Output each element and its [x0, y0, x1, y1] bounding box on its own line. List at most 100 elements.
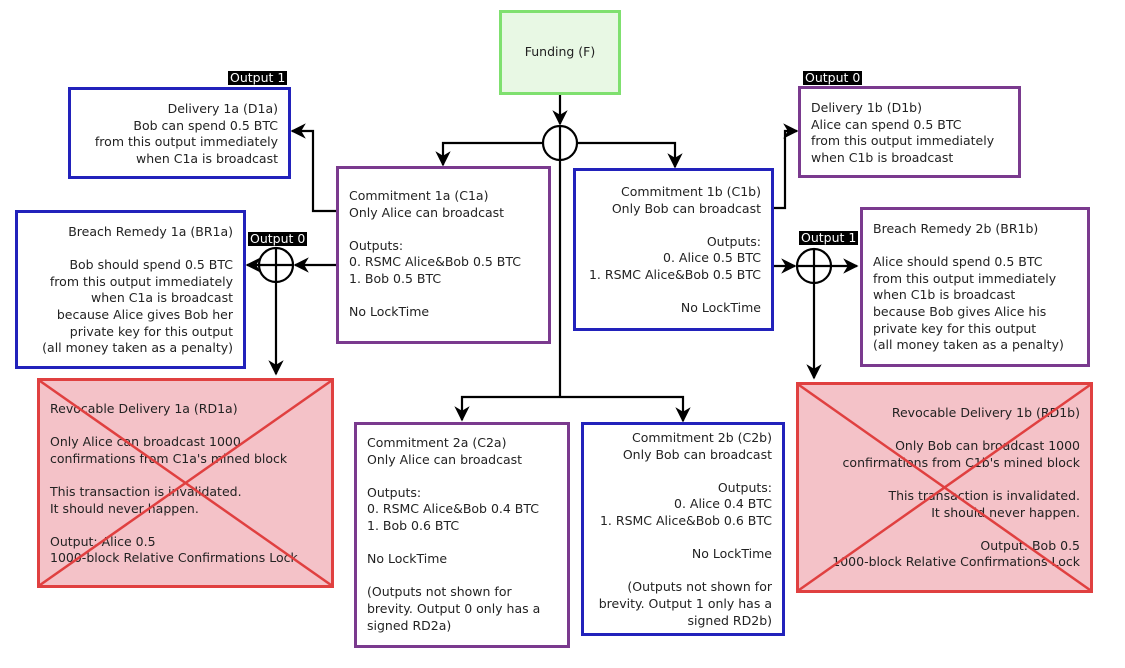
output-tag-d1b: Output 0	[803, 70, 863, 85]
c1b-line: Commitment 1b (C1b)	[621, 184, 761, 199]
rd1a-line: 1000-block Relative Confirmations Lock	[50, 550, 298, 566]
c2a-line	[367, 535, 557, 552]
rd1b-line: Revocable Delivery 1b (RD1b)	[891, 405, 1080, 420]
revocable-delivery-1b-node: Revocable Delivery 1b (RD1b) Only Bob ca…	[796, 382, 1093, 593]
rd1b-line: It should never happen.	[931, 504, 1080, 520]
br1a-line: private key for this output	[69, 323, 233, 339]
c2b-line: Only Bob can broadcast	[622, 446, 772, 462]
c2b-line	[594, 463, 772, 480]
c2b-line: 0. Alice 0.4 BTC	[674, 496, 772, 512]
rd1b-line	[809, 471, 1080, 488]
c2a-line	[367, 468, 557, 485]
rd1a-line	[50, 467, 321, 484]
commitment-1b-node: Commitment 1b (C1b) Only Bob can broadca…	[573, 168, 774, 331]
c1b-line: 0. Alice 0.5 BTC	[663, 250, 761, 266]
c2a-line: Outputs:	[367, 484, 422, 500]
br1a-line: because Alice gives Bob her	[56, 306, 233, 322]
d1a-line: Delivery 1a (D1a)	[167, 101, 278, 116]
c2a-line: 0. RSMC Alice&Bob 0.4 BTC	[367, 501, 540, 517]
rd1a-line: confirmations from C1a's mined block	[50, 450, 288, 466]
br1b-line: because Bob gives Alice his	[873, 303, 1047, 319]
br1b-line: Alice should spend 0.5 BTC	[873, 254, 1043, 270]
c2b-line: brevity. Output 1 only has a	[598, 595, 772, 611]
d1b-line: when C1b is broadcast	[811, 149, 954, 165]
c1a-line: Commitment 1a (C1a)	[349, 188, 489, 203]
br1a-line: when C1a is broadcast	[91, 290, 233, 306]
rd1b-line: This transaction is invalidated.	[888, 487, 1080, 503]
br1a-line: Breach Remedy 1a (BR1a)	[68, 224, 233, 239]
c1b-line: No LockTime	[680, 300, 761, 316]
breach-remedy-1a-node: Breach Remedy 1a (BR1a) Bob should spend…	[15, 210, 246, 369]
rd1a-line: Revocable Delivery 1a (RD1a)	[50, 401, 238, 416]
rd1b-line: Output: Bob 0.5	[980, 537, 1080, 553]
commitment-2b-node: Commitment 2b (C2b) Only Bob can broadca…	[581, 422, 785, 636]
rd1b-line: confirmations from C1b's mined block	[842, 454, 1080, 470]
commitment-1a-node: Commitment 1a (C1a) Only Alice can broad…	[336, 166, 551, 344]
wire-trunk-to-c2a	[454, 395, 560, 422]
br1b-line	[873, 238, 1077, 255]
c1a-line: 0. RSMC Alice&Bob 0.5 BTC	[349, 254, 522, 270]
c2b-line: Outputs:	[717, 479, 772, 495]
br1a-line: Bob should spend 0.5 BTC	[69, 257, 233, 273]
output-tag-c1a-split: Output 0	[248, 231, 308, 246]
rd1a-line: It should never happen.	[50, 500, 199, 516]
funding-node: Funding (F)	[499, 10, 621, 95]
rd1a-line	[50, 418, 321, 435]
c2b-line	[594, 563, 772, 580]
c2b-line: 1. RSMC Alice&Bob 0.6 BTC	[599, 512, 772, 528]
rd1a-line: This transaction is invalidated.	[50, 483, 242, 499]
c1a-line: Only Alice can broadcast	[349, 204, 505, 220]
c2a-line: (Outputs not shown for	[367, 584, 512, 600]
c1b-line: Only Bob can broadcast	[611, 200, 761, 216]
rd1a-line: Output: Alice 0.5	[50, 533, 156, 549]
br1a-line: from this output immediately	[49, 273, 233, 289]
c2a-line: No LockTime	[367, 551, 448, 567]
c1b-line	[586, 284, 761, 301]
rd1a-line: Only Alice can broadcast 1000	[50, 434, 241, 450]
d1b-line: Alice can spend 0.5 BTC	[811, 116, 962, 132]
c2a-line: Commitment 2a (C2a)	[367, 435, 507, 450]
d1a-line: Bob can spend 0.5 BTC	[133, 117, 278, 133]
br1b-line: from this output immediately	[873, 270, 1057, 286]
rd1b-line: 1000-block Relative Confirmations Lock	[832, 554, 1080, 570]
c2b-line: No LockTime	[691, 546, 772, 562]
br1b-line: (all money taken as a penalty)	[873, 337, 1064, 353]
c2b-line: (Outputs not shown for	[627, 579, 772, 595]
c2a-line	[367, 568, 557, 585]
wire-trunk-to-c2b	[560, 395, 691, 423]
wire-c1a-to-d1a	[290, 123, 336, 213]
d1a-line: when C1a is broadcast	[136, 150, 278, 166]
rd1a-line	[50, 517, 321, 534]
breach-remedy-1b-node: Breach Remedy 2b (BR1b) Alice should spe…	[860, 207, 1090, 367]
c1b-line	[586, 217, 761, 234]
output-tag-d1a: Output 1	[228, 70, 288, 85]
c1a-line	[349, 221, 538, 238]
c1b-line: Outputs:	[706, 233, 761, 249]
br1a-line	[28, 241, 233, 258]
c2a-line: signed RD2a)	[367, 617, 452, 633]
output-tag-c1b-split: Output 1	[799, 230, 859, 245]
br1b-line: when C1b is broadcast	[873, 287, 1016, 303]
rd1b-line	[809, 422, 1080, 439]
c2b-line: signed RD2b)	[687, 612, 772, 628]
wire-split-to-c1b	[577, 141, 683, 169]
c2a-line: brevity. Output 0 only has a	[367, 600, 541, 616]
br1b-line: Breach Remedy 2b (BR1b)	[873, 221, 1039, 236]
c2b-line: Commitment 2b (C2b)	[632, 430, 772, 445]
c2a-line: 1. Bob 0.6 BTC	[367, 517, 460, 533]
wire-split-to-c1a	[435, 141, 543, 167]
c1a-line: No LockTime	[349, 304, 430, 320]
wire-c1b-to-d1b	[772, 123, 799, 210]
c1b-line: 1. RSMC Alice&Bob 0.5 BTC	[588, 266, 761, 282]
revocable-delivery-1a-node: Revocable Delivery 1a (RD1a) Only Alice …	[37, 378, 334, 588]
funding-label: Funding (F)	[524, 44, 596, 60]
c2b-line	[594, 530, 772, 547]
commitment-2a-node: Commitment 2a (C2a) Only Alice can broad…	[354, 422, 570, 648]
rd1b-line	[809, 521, 1080, 538]
delivery-1a-node: Delivery 1a (D1a) Bob can spend 0.5 BTC …	[68, 87, 291, 179]
delivery-1b-node: Delivery 1b (D1b) Alice can spend 0.5 BT…	[798, 86, 1021, 178]
rd1b-line: Only Bob can broadcast 1000	[895, 438, 1080, 454]
d1b-line: Delivery 1b (D1b)	[811, 100, 922, 115]
c2a-line: Only Alice can broadcast	[367, 451, 523, 467]
